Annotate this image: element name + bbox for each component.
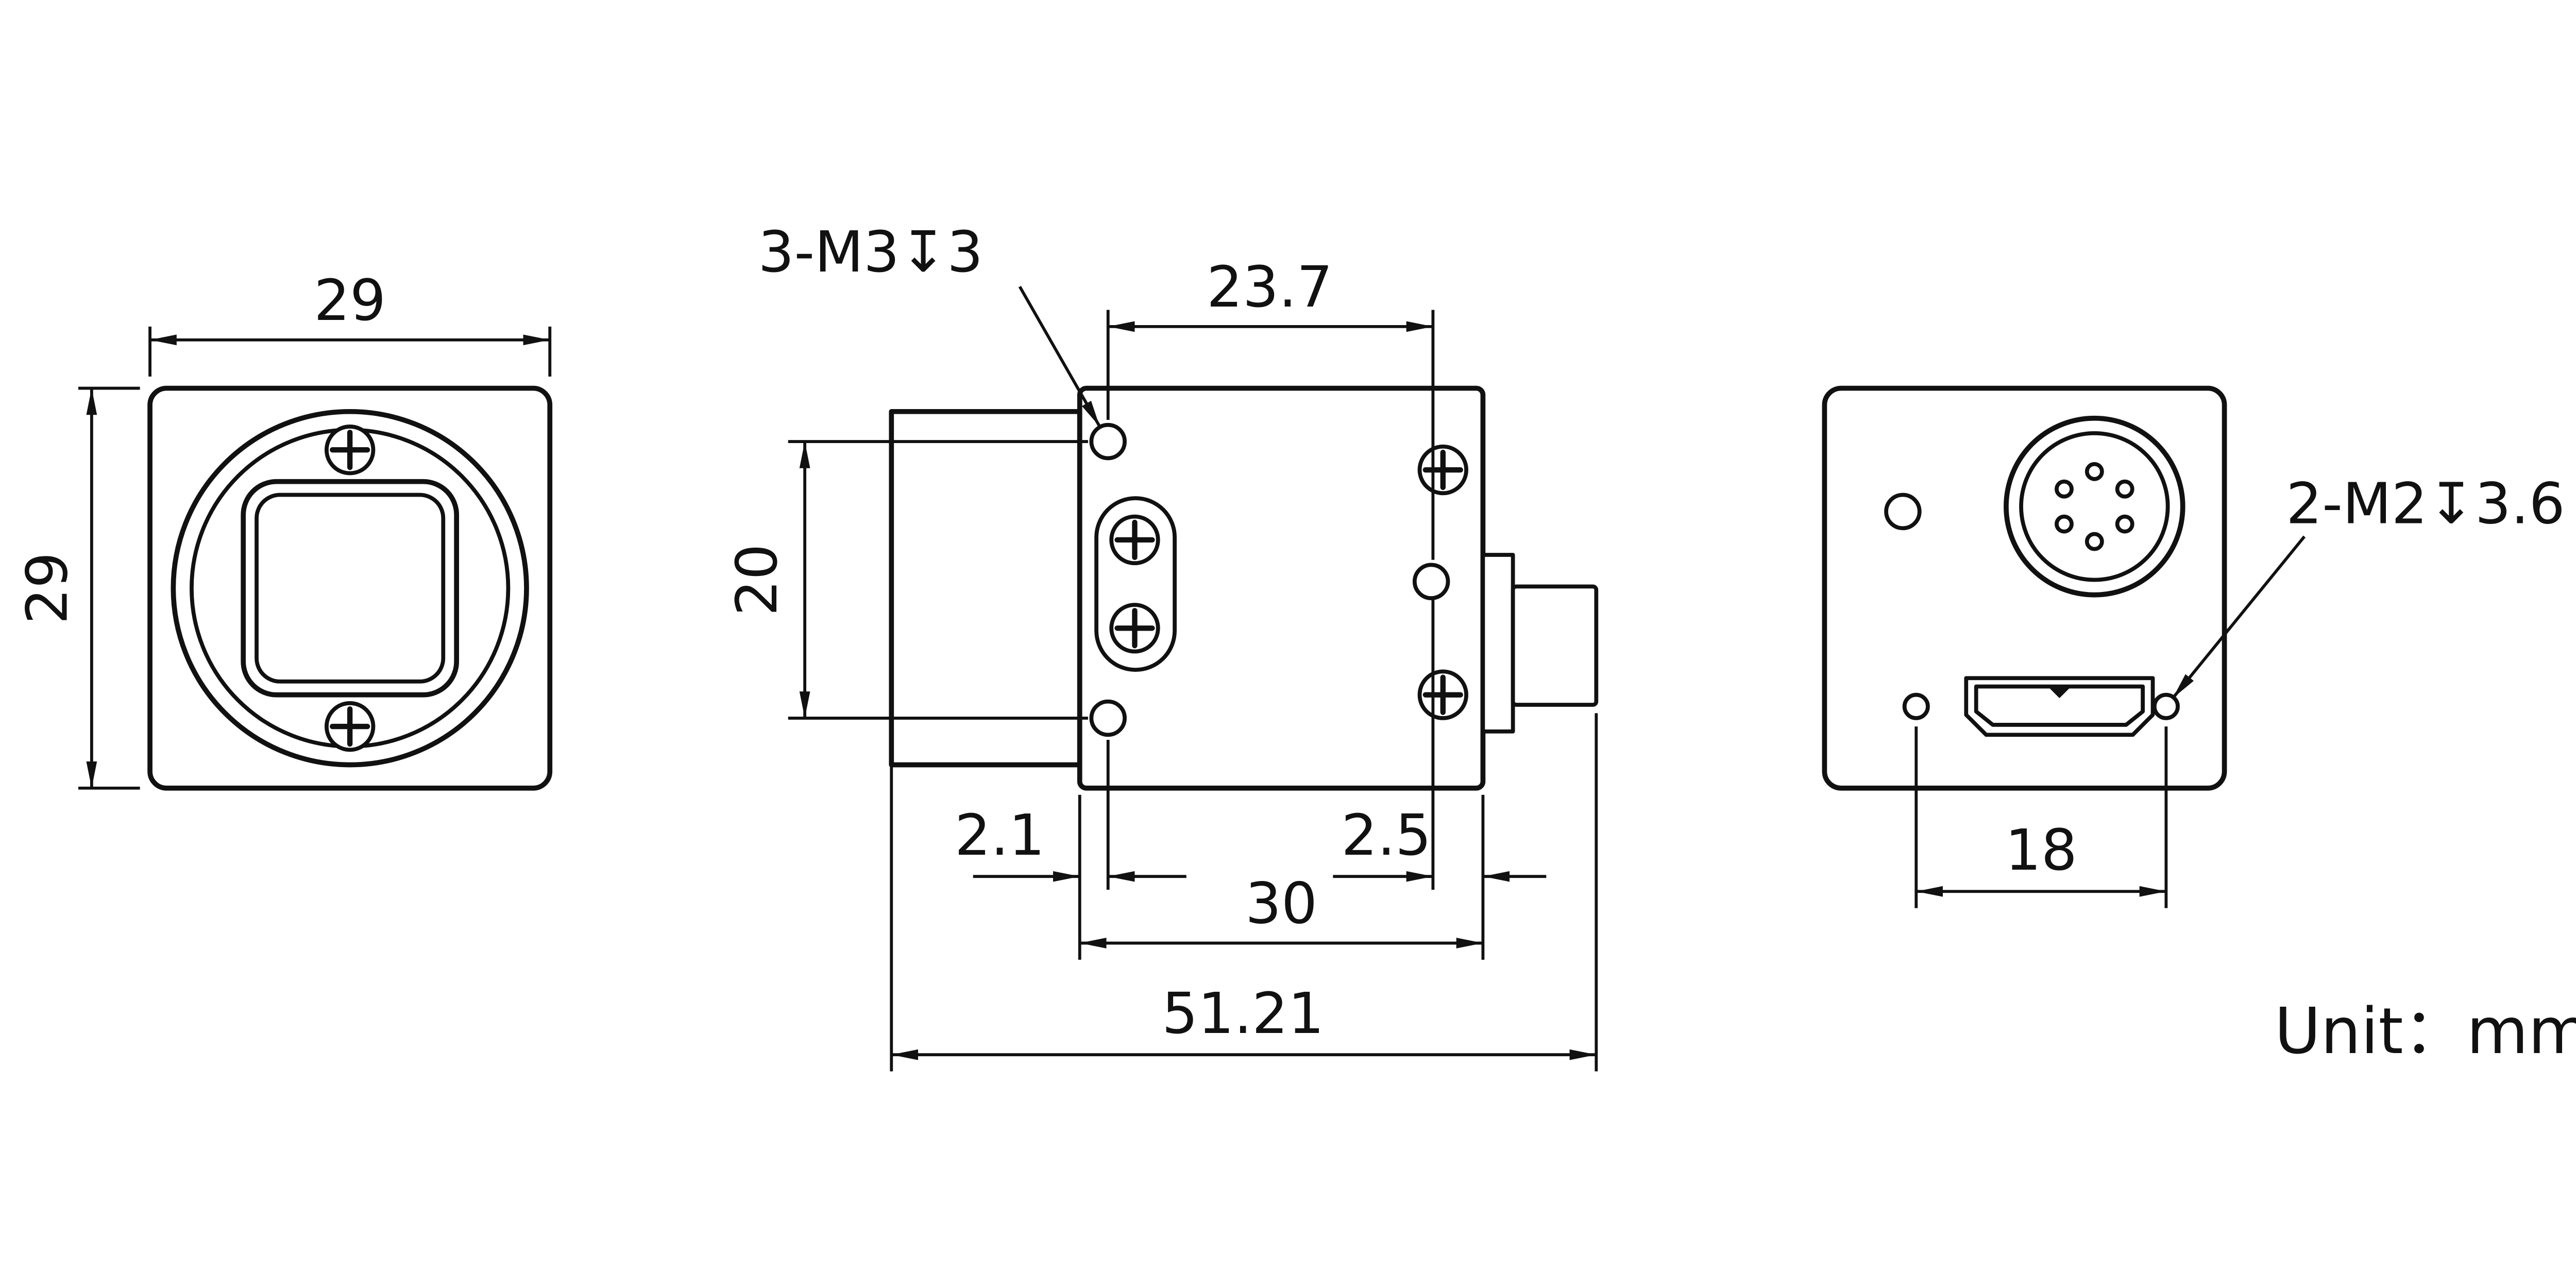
side-overall-length-dimension: 51.21 [890, 713, 1598, 1072]
status-led [1884, 493, 1922, 531]
usb-connector [1964, 676, 2155, 737]
sensor-window-inner [255, 493, 446, 684]
m2-hole-left [1902, 692, 1930, 720]
side-view: 3-M3↧3 23.7 20 2.1 [724, 219, 1599, 1072]
power-io-connector [2004, 415, 2185, 598]
side-front-offset-dimension: 2.1 [955, 739, 1187, 960]
dim-label-2-5: 2.5 [1341, 802, 1431, 868]
m3-hole-bottom [1089, 699, 1127, 737]
dim-label-51-21: 51.21 [1162, 980, 1324, 1046]
rear-hole-spacing-dimension: 18 [1914, 726, 2168, 908]
dim-label-23-7: 23.7 [1207, 254, 1333, 320]
dim-label-front-height: 29 [14, 552, 80, 624]
side-rear-offset-dimension: 2.5 [1333, 600, 1547, 960]
usb-notch-mark [2047, 686, 2072, 699]
rear-thread-callout: 2-M2↧3.6 [2172, 471, 2565, 699]
rear-thread-callout-label: 2-M2↧3.6 [2286, 471, 2565, 537]
connector-step [1481, 553, 1515, 734]
dim-label-20: 20 [724, 544, 790, 616]
side-left-dimension: 20 [724, 440, 1088, 720]
rear-screw-top-icon [1417, 444, 1468, 496]
connector-plug [1511, 584, 1599, 707]
unit-label: Unit：mm [2275, 994, 2576, 1068]
lens-mount-block [889, 409, 1082, 768]
dim-label-2-1: 2.1 [955, 802, 1045, 868]
m3-hole-top [1089, 422, 1127, 461]
front-width-dimension: 29 [148, 267, 552, 377]
connector-pins [2055, 462, 2134, 551]
side-screw-lower-icon [1109, 603, 1160, 654]
front-screw-top-icon [325, 425, 376, 476]
side-thread-callout: 3-M3↧3 [758, 219, 1101, 428]
side-screw-upper-icon [1109, 514, 1160, 566]
rear-view: 2-M2↧3.6 18 [1822, 385, 2565, 908]
side-top-dimension: 23.7 [1106, 254, 1435, 560]
dim-label-front-width: 29 [314, 267, 386, 333]
side-thread-callout-label: 3-M3↧3 [758, 219, 984, 285]
rear-screw-bottom-icon [1417, 669, 1468, 720]
front-height-dimension: 29 [14, 386, 140, 790]
side-body-length-dimension: 30 [1079, 871, 1483, 948]
lens-ring-outer [171, 409, 529, 768]
front-view: 29 29 [14, 267, 553, 791]
front-screw-bottom-icon [325, 701, 376, 752]
m2-hole-right [2152, 692, 2180, 720]
dim-label-18: 18 [2005, 817, 2077, 883]
m3-hole-rear [1412, 563, 1450, 600]
dim-label-30: 30 [1245, 871, 1317, 937]
